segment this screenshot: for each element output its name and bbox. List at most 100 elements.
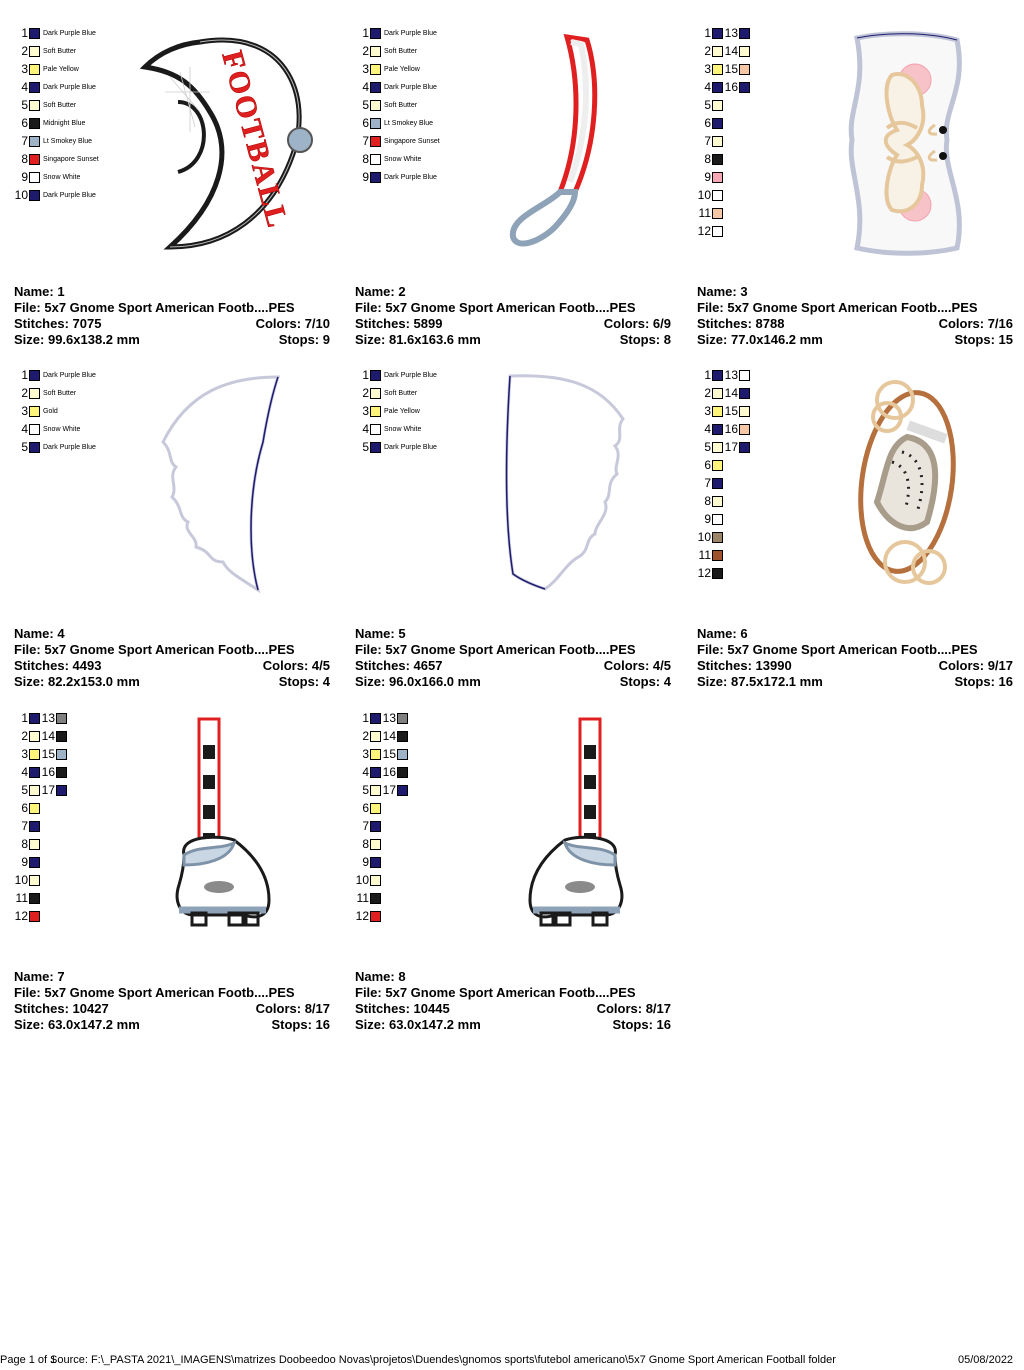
- color-swatch: [29, 820, 40, 832]
- color-count-field: Colors: 9/17: [939, 658, 1013, 674]
- thread-name: Midnight Blue: [43, 119, 86, 127]
- info-line: Name: 3: [697, 284, 1013, 300]
- stitch-count-label: Stitches:: [697, 658, 752, 673]
- legend-row: 4 Snow White: [14, 422, 80, 436]
- color-swatch: [370, 838, 381, 850]
- color-swatch: [712, 207, 723, 219]
- color-index: 9: [704, 170, 711, 184]
- info-line: File: 5x7 Gnome Sport American Footb....…: [14, 985, 330, 1001]
- color-index: 1: [21, 368, 28, 382]
- color-index: 2: [21, 729, 28, 743]
- file-name-label: File:: [14, 985, 41, 1000]
- color-swatch: [29, 99, 40, 111]
- design-name-field: Name: 4: [14, 626, 65, 642]
- legend-row: 12: [697, 566, 723, 580]
- thread-name: Snow White: [43, 425, 81, 433]
- beard-left-design-preview: [161, 375, 281, 594]
- color-count-label: Colors:: [262, 658, 309, 673]
- color-swatch: [29, 135, 40, 147]
- color-index: 3: [21, 747, 28, 761]
- color-index: 4: [21, 765, 28, 779]
- color-index: 6: [21, 116, 28, 130]
- design-size-field: Size: 63.0x147.2 mm: [14, 1017, 140, 1033]
- stitch-count-label: Stitches:: [14, 1001, 69, 1016]
- design-name-value: 8: [398, 969, 406, 984]
- color-swatch: [712, 405, 723, 417]
- color-swatch: [29, 387, 40, 399]
- color-swatch: [712, 369, 723, 381]
- color-swatch: [370, 117, 381, 129]
- legend-row: 9: [355, 855, 381, 869]
- color-count-label: Colors:: [596, 1001, 643, 1016]
- info-line: Name: 1: [14, 284, 330, 300]
- color-index: 5: [362, 440, 369, 454]
- design-size-field: Size: 63.0x147.2 mm: [355, 1017, 481, 1033]
- color-count-label: Colors:: [255, 1001, 302, 1016]
- color-index: 5: [21, 783, 28, 797]
- legend-row: 12: [355, 909, 381, 923]
- color-swatch: [370, 27, 381, 39]
- color-swatch: [712, 27, 723, 39]
- color-swatch: [712, 495, 723, 507]
- stitch-count-field: Stitches: 13990: [697, 658, 792, 674]
- file-name-field: File: 5x7 Gnome Sport American Footb....…: [697, 300, 978, 316]
- color-index: 5: [21, 440, 28, 454]
- color-index: 17: [724, 440, 738, 454]
- stop-count-field: Stops: 15: [954, 332, 1013, 348]
- info-line: File: 5x7 Gnome Sport American Footb....…: [14, 642, 330, 658]
- color-index: 9: [362, 855, 369, 869]
- color-count-value: 9/17: [987, 658, 1013, 673]
- file-name-value: 5x7 Gnome Sport American Footb....PES: [385, 985, 636, 1000]
- color-index: 1: [704, 368, 711, 382]
- color-index: 2: [704, 44, 711, 58]
- color-index: 15: [724, 404, 738, 418]
- color-swatch: [56, 766, 67, 778]
- color-index: 14: [382, 729, 396, 743]
- color-index: 15: [724, 62, 738, 76]
- color-count-value: 8/17: [645, 1001, 671, 1016]
- color-count-field: Colors: 6/9: [604, 316, 671, 332]
- thread-name: Snow White: [384, 425, 422, 433]
- thread-name: Soft Butter: [384, 101, 418, 109]
- color-swatch: [56, 784, 67, 796]
- color-index: 4: [21, 422, 28, 436]
- info-line: File: 5x7 Gnome Sport American Footb....…: [355, 300, 671, 316]
- color-swatch: [712, 189, 723, 201]
- color-count-field: Colors: 4/5: [263, 658, 330, 674]
- design-size-field: Size: 82.2x153.0 mm: [14, 674, 140, 690]
- color-index: 10: [14, 188, 28, 202]
- info-line: File: 5x7 Gnome Sport American Footb....…: [697, 300, 1013, 316]
- stop-count-value: 4: [322, 674, 330, 689]
- stop-count-label: Stops:: [954, 332, 995, 347]
- color-index: 7: [362, 819, 369, 833]
- info-line: File: 5x7 Gnome Sport American Footb....…: [697, 642, 1013, 658]
- color-swatch: [370, 712, 381, 724]
- color-index: 3: [704, 404, 711, 418]
- design-name-label: Name:: [14, 969, 54, 984]
- color-swatch: [397, 784, 408, 796]
- file-name-value: 5x7 Gnome Sport American Footb....PES: [385, 300, 636, 315]
- color-swatch: [29, 45, 40, 57]
- color-index: 13: [724, 368, 738, 382]
- color-swatch: [712, 171, 723, 183]
- color-count-label: Colors:: [603, 316, 650, 331]
- color-index: 12: [697, 566, 711, 580]
- color-swatch: [712, 63, 723, 75]
